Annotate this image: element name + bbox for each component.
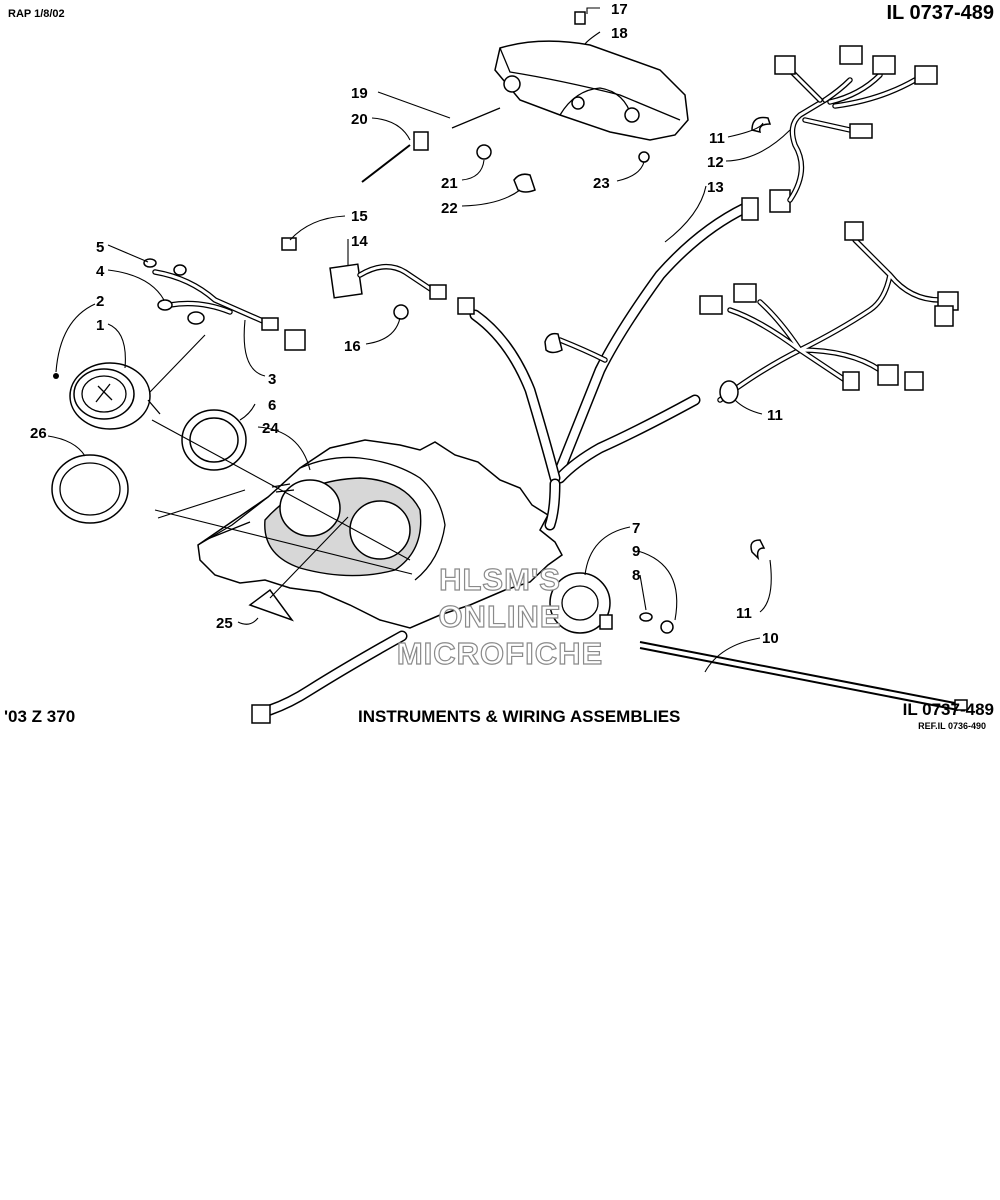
callout-1: 1 — [96, 317, 104, 334]
leader-lines — [47, 7, 791, 673]
watermark-line-1: HLSM'S — [439, 562, 561, 597]
warning-decal — [248, 588, 295, 622]
callout-4: 4 — [96, 263, 105, 280]
callout-9: 9 — [632, 543, 640, 560]
callout-11-low: 11 — [736, 605, 752, 622]
gauge-assembly — [53, 362, 161, 430]
switch-harness — [281, 237, 447, 320]
callout-20: 20 — [351, 111, 368, 128]
callout-11-top: 11 — [709, 130, 725, 147]
callout-22: 22 — [441, 200, 458, 217]
gauge-lens — [51, 454, 129, 524]
callout-11-mid: 11 — [767, 407, 783, 424]
callout-3: 3 — [268, 371, 276, 388]
watermark-line-2: ONLINE — [438, 599, 561, 634]
illustration-id-bottom: IL 0737-489 — [902, 700, 994, 719]
callout-5: 5 — [96, 239, 104, 256]
callout-7: 7 — [632, 520, 640, 537]
main-wiring-harness — [457, 45, 938, 531]
callout-21: 21 — [441, 175, 458, 192]
callout-labels: 17 18 19 20 21 22 23 15 14 5 4 2 1 3 16 … — [30, 1, 783, 647]
model-label: '03 Z 370 — [4, 707, 76, 726]
callout-13: 13 — [707, 179, 724, 196]
right-harness — [699, 221, 959, 404]
callout-8: 8 — [632, 567, 640, 584]
headlight-assembly — [361, 11, 689, 193]
tail-harness — [251, 630, 408, 724]
callout-6: 6 — [268, 397, 276, 414]
callout-16: 16 — [344, 338, 361, 355]
callout-10: 10 — [762, 630, 779, 647]
callout-26: 26 — [30, 425, 47, 442]
callout-19: 19 — [351, 85, 368, 102]
callout-2: 2 — [96, 293, 104, 310]
callout-15: 15 — [351, 208, 368, 225]
watermark: HLSM'S ONLINE MICROFICHE — [396, 561, 603, 671]
date-stamp: RAP 1/8/02 — [8, 8, 65, 20]
callout-23: 23 — [593, 175, 610, 192]
diagram-title: INSTRUMENTS & WIRING ASSEMBLIES — [358, 707, 681, 726]
watermark-line-3: MICROFICHE — [397, 636, 603, 671]
callout-17: 17 — [611, 1, 628, 18]
illustration-id-top: IL 0737-489 — [886, 2, 995, 24]
callout-24: 24 — [262, 420, 279, 437]
reference-id: REF.IL 0736-490 — [918, 721, 986, 731]
callout-18: 18 — [611, 25, 628, 42]
callout-14: 14 — [351, 233, 368, 250]
gauge-wiring — [143, 258, 306, 351]
callout-25: 25 — [216, 615, 233, 632]
speedometer-drive — [549, 539, 968, 711]
callout-12: 12 — [707, 154, 724, 171]
